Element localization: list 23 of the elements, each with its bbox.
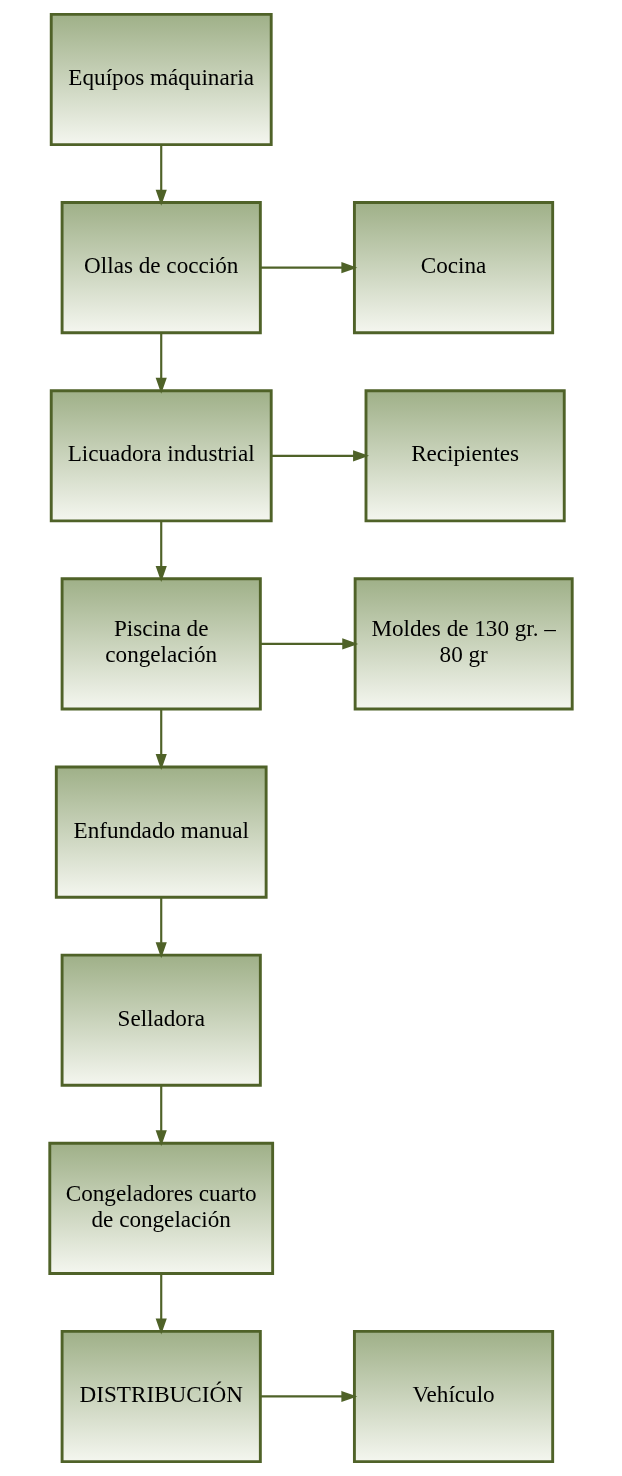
- arrow: [260, 262, 358, 274]
- node-box: Cocina: [352, 201, 555, 335]
- arrow: [271, 450, 369, 462]
- arrow: [155, 521, 167, 582]
- arrow: [155, 1085, 167, 1147]
- node-box: Enfundado manual: [54, 765, 268, 899]
- arrow: [260, 1390, 358, 1403]
- node-box: DISTRIBUCIÓN: [60, 1329, 262, 1464]
- node-box: Selladora: [60, 953, 262, 1087]
- node-box: Recipientes: [364, 389, 566, 523]
- arrow: [155, 332, 167, 394]
- arrow: [155, 897, 167, 959]
- node-box: Licuadora industrial: [49, 389, 273, 523]
- node-box: Ollas de cocción: [60, 201, 262, 335]
- node-box: Moldes de 130 gr. – 80 gr: [353, 577, 574, 711]
- arrow: [155, 709, 167, 771]
- node-box: Congeladores cuarto de congelación: [48, 1141, 275, 1275]
- node-box: Equípos máquinaria: [49, 12, 273, 147]
- arrow: [260, 638, 359, 650]
- arrow: [155, 144, 167, 206]
- node-box: Vehículo: [352, 1329, 555, 1464]
- arrow: [155, 1273, 167, 1335]
- node-box: Piscina de congelación: [60, 577, 262, 711]
